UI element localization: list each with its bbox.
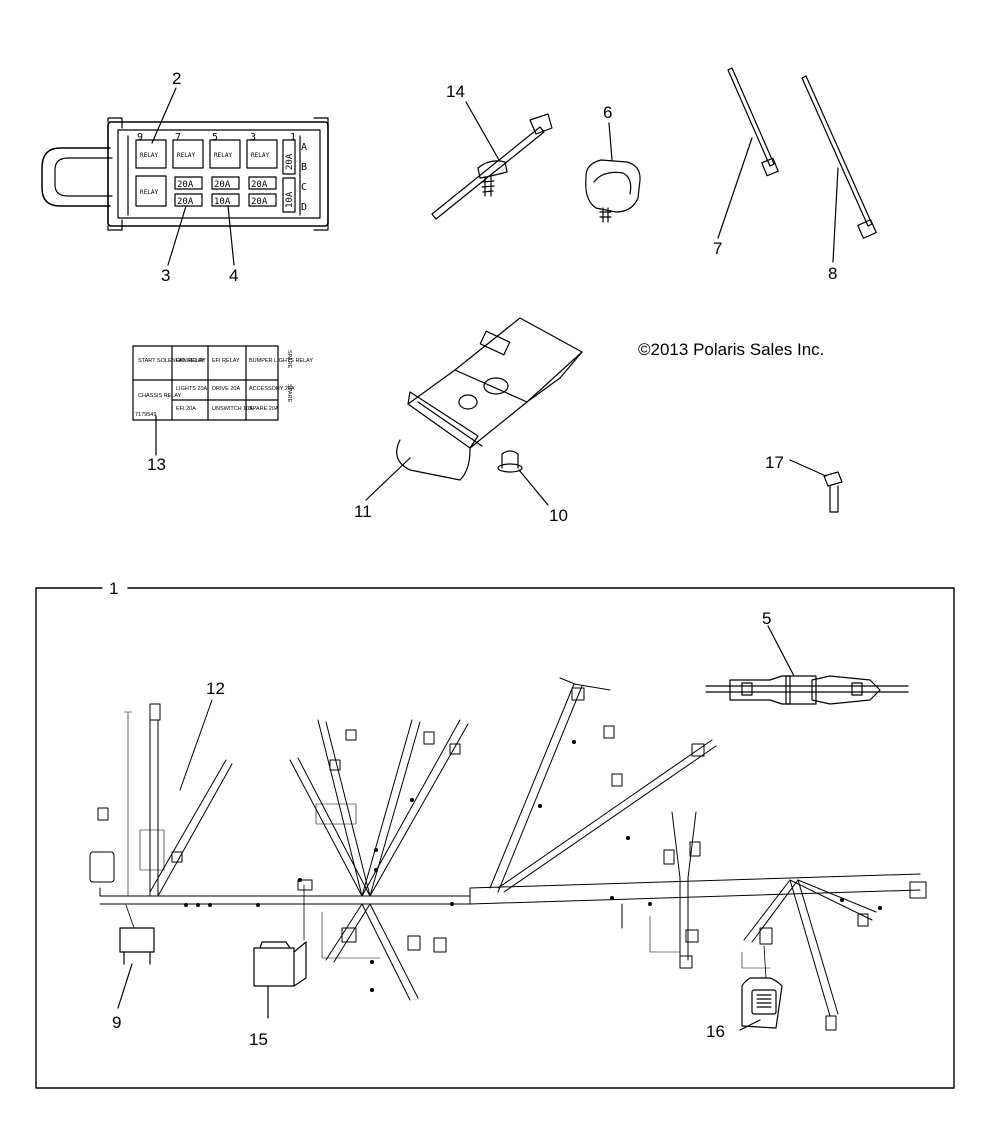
- relay-label: RELAY: [140, 152, 158, 159]
- callout-12: 12: [206, 679, 225, 698]
- relay-label: RELAY: [140, 189, 158, 196]
- callout-8: 8: [828, 264, 838, 283]
- relay-label: RELAY: [214, 152, 232, 159]
- decal-cell: FAN RELAY: [176, 358, 206, 364]
- harness-connector: [253, 884, 307, 1019]
- copyright-notice: ©2013 Polaris Sales Inc.: [638, 340, 825, 359]
- decal-cell: BUMPER LIGHTS RELAY: [249, 358, 313, 364]
- decal-cell: SPARE: [286, 384, 292, 403]
- callout-2: 2: [172, 69, 182, 88]
- decal-cell: EFI RELAY: [212, 358, 240, 364]
- fuse-label: 20A: [177, 197, 194, 207]
- callout-7: 7: [713, 239, 723, 258]
- callout-6: 6: [603, 103, 613, 122]
- fuse-label: 20A: [251, 197, 268, 207]
- relay-label: RELAY: [251, 152, 269, 159]
- fuse-box-labels: 9 7 5 3 1 A B C D RELAY RELAY RELAY RELA…: [137, 132, 307, 213]
- decal-part-no: 7179549: [135, 412, 156, 418]
- fuse-decal: [132, 345, 279, 456]
- harness-frame: [35, 587, 955, 1089]
- row-c: C: [301, 182, 307, 193]
- decal-cell: ACCESSORY 20A: [249, 386, 295, 392]
- callout-11: 11: [354, 502, 372, 521]
- fuse-decal-labels: START SOLENOID RELAY FAN RELAY EFI RELAY…: [135, 350, 313, 418]
- row-b: B: [301, 162, 307, 173]
- row-d: D: [301, 202, 307, 213]
- cable-tie-push-mount: [431, 101, 553, 220]
- fuse-box-assembly: [41, 87, 329, 266]
- mounting-bracket: [365, 317, 583, 501]
- decal-cell: UNSWITCH 10A: [212, 406, 253, 412]
- cable-ties: [717, 67, 877, 263]
- callout-9: 9: [112, 1013, 122, 1032]
- row-a: A: [301, 142, 307, 153]
- fuse-label: 10A: [214, 197, 231, 207]
- decal-cell: DRIVE 20A: [212, 386, 240, 392]
- callout-15: 15: [249, 1030, 268, 1049]
- inline-fuse-holder: [705, 625, 909, 705]
- push-rivet: [497, 450, 549, 506]
- callout-3: 3: [161, 266, 171, 285]
- relay-label: RELAY: [177, 152, 195, 159]
- decal-cell: SPARE: [286, 350, 292, 369]
- diagnostic-connector: [739, 945, 783, 1031]
- fuse-label: 20A: [285, 153, 295, 170]
- wiring-harness: [89, 677, 927, 1031]
- callout-4: 4: [229, 266, 239, 285]
- fuse-label: 20A: [177, 180, 194, 190]
- decal-cell: CHASSIS RELAY: [138, 393, 182, 399]
- connector-clip: [585, 122, 641, 223]
- callout-10: 10: [549, 506, 568, 525]
- callout-13: 13: [147, 455, 166, 474]
- callout-5: 5: [762, 609, 772, 628]
- callout-16: 16: [706, 1022, 725, 1041]
- slot-9: 9: [137, 132, 143, 143]
- slot-1: 1: [290, 132, 296, 143]
- decal-cell: SPARE 20A: [249, 406, 279, 412]
- callout-14: 14: [446, 82, 465, 101]
- decal-cell: LIGHTS 20A: [176, 386, 208, 392]
- slot-3: 3: [250, 132, 256, 143]
- slot-7: 7: [175, 132, 181, 143]
- decal-cell: EFI 20A: [176, 406, 196, 412]
- callout-17: 17: [765, 453, 784, 472]
- decal-cell: START SOLENOID RELAY: [138, 358, 205, 364]
- harness-clip-dots: [184, 740, 882, 992]
- fuse-label: 10A: [285, 191, 295, 208]
- screw: [789, 459, 843, 513]
- fuse-label: 20A: [251, 180, 268, 190]
- fuse-label: 20A: [214, 180, 231, 190]
- slot-5: 5: [212, 132, 218, 143]
- harness-relay: [117, 904, 155, 1009]
- callout-1: 1: [109, 579, 119, 598]
